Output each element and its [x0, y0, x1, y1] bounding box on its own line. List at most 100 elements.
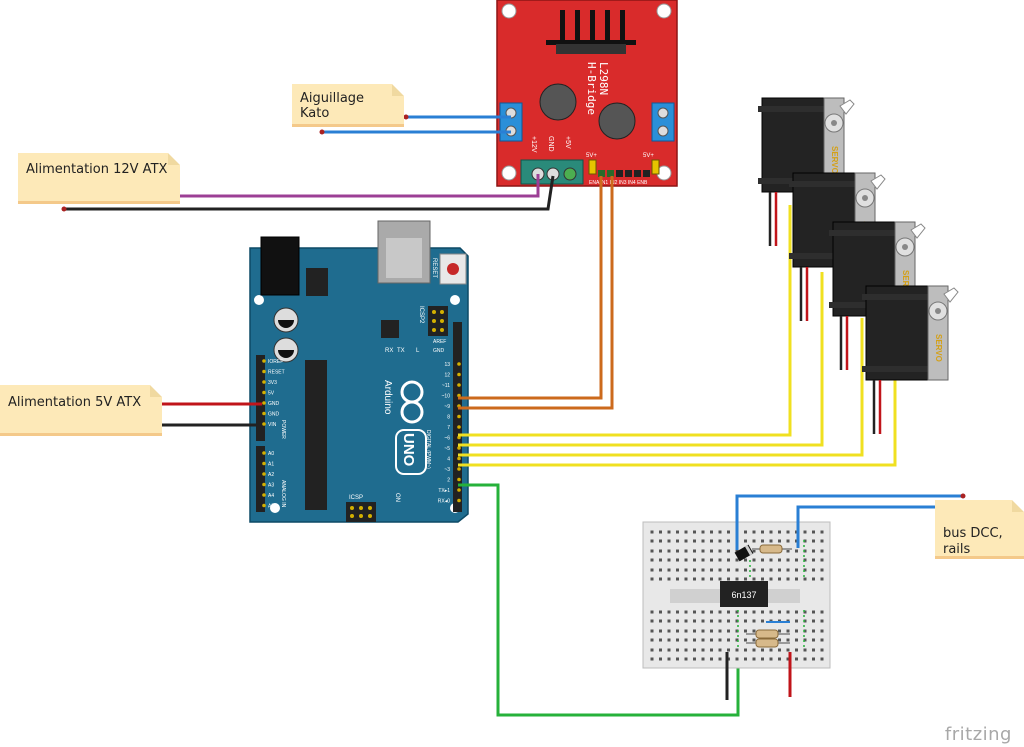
pin-label: A3	[268, 483, 274, 489]
header-pin[interactable]	[457, 498, 461, 503]
header-pin[interactable]	[262, 461, 266, 466]
header-pin[interactable]	[457, 446, 461, 450]
usb-chip	[381, 320, 399, 338]
resistor	[752, 544, 792, 554]
header-pin[interactable]	[457, 414, 461, 419]
wires-12v	[61, 174, 555, 212]
optocoupler-chip	[720, 581, 768, 607]
pin-label: ~5	[444, 446, 450, 452]
pin-label: GND	[268, 412, 280, 418]
rx-led-label: RX	[385, 348, 393, 354]
pin-label: IOREF	[268, 359, 283, 365]
header-pin[interactable]	[457, 393, 461, 398]
header-pin[interactable]	[457, 467, 461, 471]
wire-orange-1	[458, 176, 603, 400]
wires-5v	[162, 402, 262, 427]
voltage-regulator	[306, 268, 328, 296]
pin-gnd-label: GND	[547, 136, 554, 152]
wires-yellow	[458, 205, 897, 467]
header-pin[interactable]	[262, 411, 266, 416]
arduino-logo	[400, 380, 424, 424]
header-pin[interactable]	[457, 435, 461, 440]
optocoupler-label: 6n137	[731, 590, 756, 600]
header-pin[interactable]	[457, 362, 461, 366]
wire-green-dcc	[458, 483, 740, 717]
pin-label: GND	[268, 401, 280, 407]
breadboard-holes	[650, 530, 824, 661]
wire-blue-dcc-1	[735, 494, 963, 550]
servo-label: SERVO	[901, 270, 910, 298]
fritzing-watermark: fritzing	[944, 724, 1012, 745]
pin-label: RESET	[268, 370, 285, 376]
analog-header[interactable]	[256, 446, 265, 512]
pin-label: ~9	[444, 404, 450, 410]
control-pins-label: ENA IN1 IN2 IN3 IN4 ENB	[589, 180, 648, 186]
pin-label: 8	[447, 415, 450, 421]
header-pin[interactable]	[457, 456, 461, 461]
note-aiguillage-text: Aiguillage Kato	[300, 91, 365, 121]
wire-yellow-servo-2	[458, 272, 824, 447]
note-alimentation-12v: Alimentation 12V ATX	[18, 153, 180, 201]
hbridge-name-label: H-Bridge	[585, 62, 598, 115]
arduino-model: UNO	[400, 433, 417, 467]
on-led-label: ON	[394, 493, 400, 502]
icsp2-header[interactable]	[428, 306, 448, 336]
capacitor	[598, 102, 636, 140]
servo-label: SERVO	[830, 146, 839, 174]
header-pin[interactable]	[457, 488, 461, 492]
header-pin[interactable]	[262, 503, 266, 508]
header-pin[interactable]	[262, 472, 266, 476]
wires-orange	[458, 176, 614, 410]
wire-yellow-servo-1	[458, 205, 792, 437]
wires-aiguillage	[319, 114, 511, 135]
servo-label: SERVO	[934, 334, 943, 362]
pin-label: A5	[268, 504, 274, 510]
control-header[interactable]	[588, 159, 660, 177]
pin-label: ~6	[444, 436, 450, 442]
icsp2-label: ICSP2	[418, 306, 424, 324]
header-pin[interactable]	[262, 493, 266, 497]
pin-label: A4	[268, 493, 274, 499]
header-pin[interactable]	[457, 383, 461, 387]
pin-label: ~11	[442, 383, 450, 389]
header-pin[interactable]	[262, 482, 266, 487]
wire-blue-dcc-2	[796, 505, 935, 548]
jumper-5v-label: 5V+	[586, 153, 597, 159]
header-pin[interactable]	[457, 372, 461, 377]
analog-label: ANALOG IN	[280, 480, 286, 508]
wire-purple-12v	[180, 174, 540, 198]
l298n-hbridge-board: L298N H-Bridge +12V GND +5V 5V+ 5V+ ENA …	[496, 0, 678, 187]
arduino-brand: Arduino	[382, 380, 393, 415]
pin-label: A0	[268, 451, 274, 457]
gnd-top-label: GND	[433, 348, 445, 354]
dc-jack[interactable]	[260, 236, 300, 296]
diode	[734, 544, 754, 562]
header-pin[interactable]	[262, 401, 266, 405]
note-aiguillage: Aiguillage Kato	[292, 84, 404, 124]
header-pin[interactable]	[262, 359, 266, 363]
icsp-label: ICSP	[349, 495, 363, 501]
header-pin[interactable]	[457, 477, 461, 482]
header-pin[interactable]	[262, 369, 266, 374]
header-pin[interactable]	[457, 425, 461, 429]
pin-label: ~3	[444, 467, 450, 473]
note-alimentation-5v: Alimentation 5V ATX	[0, 385, 162, 433]
pin-label: 12	[444, 373, 450, 379]
pin-label: ~10	[442, 394, 451, 400]
icsp-header[interactable]	[346, 502, 376, 522]
pin-label: VIN	[268, 422, 277, 428]
header-pin[interactable]	[262, 390, 266, 395]
header-pin[interactable]	[262, 380, 266, 384]
servo-group: SERVOSERVOSERVOSERVO	[758, 97, 959, 434]
header-pin[interactable]	[262, 422, 266, 426]
power-header[interactable]	[256, 355, 265, 441]
atmega-chip	[305, 360, 327, 510]
resistor	[746, 629, 790, 639]
jumper-5v-right-label: 5V+	[643, 153, 654, 159]
pin-label: 4	[447, 457, 450, 463]
header-pin[interactable]	[262, 451, 266, 455]
pin-label: RX◂0	[438, 499, 450, 505]
motor-b-terminal[interactable]	[651, 102, 675, 142]
